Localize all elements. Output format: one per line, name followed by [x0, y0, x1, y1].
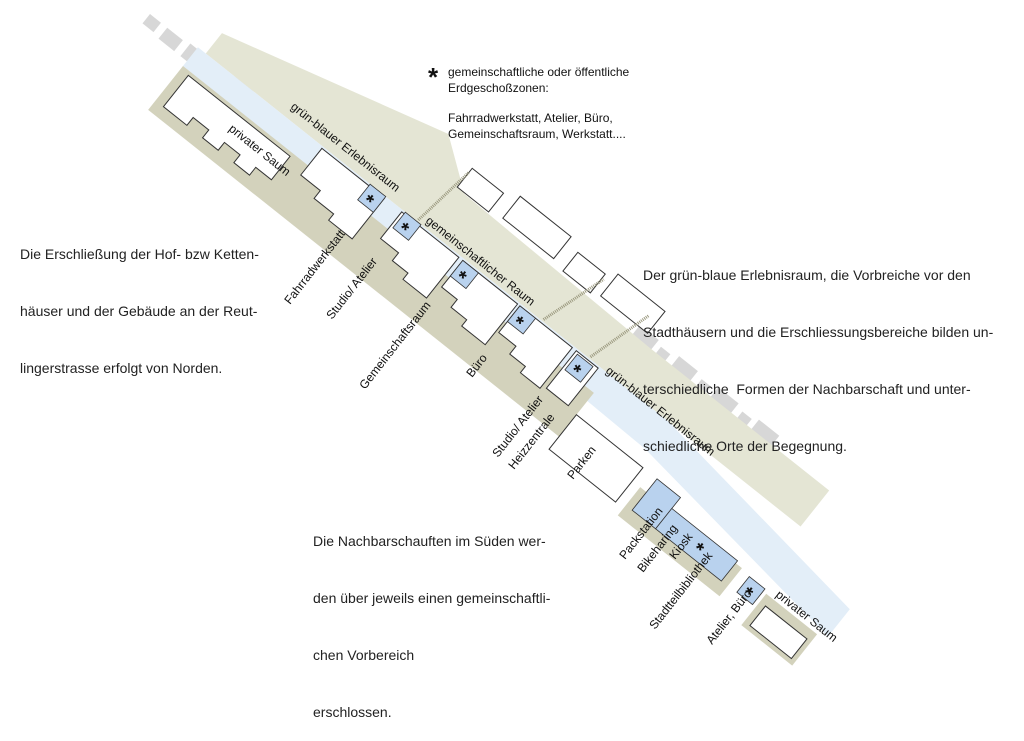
legend-line: Gemeinschaftsraum, Werkstatt....: [448, 127, 626, 141]
text-line: häuser und der Gebäude an der Reut-: [20, 303, 258, 319]
bridges: [417, 171, 650, 359]
asterisk-icon: *: [428, 62, 439, 92]
label-gemeinschaftsraum: Gemeinschaftsraum: [356, 299, 433, 392]
text-line: erschlossen.: [313, 704, 392, 720]
street-strip: *** ****: [148, 33, 850, 666]
label-atelier-buero: Atelier, Büro: [703, 586, 754, 646]
common-zones: [357, 183, 766, 606]
text-neighbourhood: Der grün-blaue Erlebnisraum, die Vorbrei…: [643, 228, 993, 475]
site-plan: *** **** grün-blauer Erlebnisraum privat…: [142, 14, 850, 666]
legend: * gemeinschaftliche oder öffentliche Erd…: [428, 64, 629, 142]
text-line: terschiedliche Formen der Nachbarschaft …: [643, 381, 971, 397]
text-line: Die Erschließung der Hof- bzw Ketten-: [20, 246, 259, 262]
text-line: Stadthäusern und die Erschliessungsberei…: [643, 324, 994, 340]
text-line: chen Vorbereich: [313, 647, 415, 663]
text-line: schiedliche Orte der Begegnung.: [643, 438, 847, 454]
text-line: Der grün-blaue Erlebnisraum, die Vorbrei…: [643, 267, 971, 283]
text-line: den über jeweils einen gemeinschaftli-: [313, 590, 551, 606]
legend-line: gemeinschaftliche oder öffentliche: [448, 65, 630, 79]
legend-line: Erdgeschoßzonen:: [448, 81, 549, 95]
text-line: Die Nachbarschauften im Süden wer-: [313, 533, 546, 549]
text-north-access: Die Erschließung der Hof- bzw Ketten- hä…: [20, 207, 259, 397]
legend-line: Fahrradwerkstatt, Atelier, Büro,: [448, 111, 613, 125]
text-line: lingerstrasse erfolgt von Norden.: [20, 360, 223, 376]
green-blue-zone: [205, 33, 830, 527]
text-south: Die Nachbarschauften im Süden wer- den ü…: [313, 494, 550, 741]
